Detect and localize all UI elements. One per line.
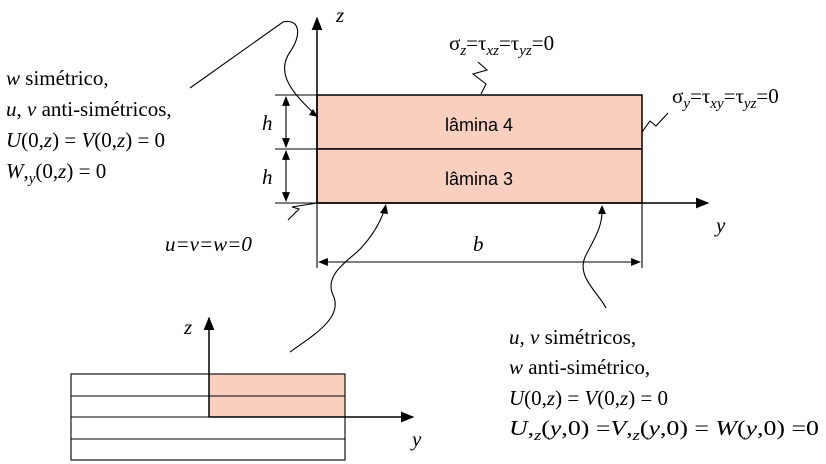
bottom-condition-leader [582, 206, 607, 309]
left-condition-line-2: u, v anti-simétricos, [6, 97, 172, 121]
z-axis-label: z [335, 3, 344, 27]
left-condition-line-4: W,y(0,z) = 0 [6, 159, 106, 187]
layer-4-label: lâmina 4 [445, 115, 513, 135]
right-boundary-condition: σy=τxy=τyz=0 [672, 84, 779, 112]
left-condition-leader [189, 20, 319, 118]
bottom-condition-line-1: u, v simétricos, [509, 325, 636, 349]
left-leader-arrowhead [309, 109, 318, 117]
layer-4-rect [316, 94, 643, 150]
y-axis-label: y [714, 213, 726, 237]
left-condition-line-3: U(0,z) = V(0,z) = 0 [6, 128, 165, 152]
sketch-y-label: y [410, 427, 422, 451]
layer-3-label: lâmina 3 [445, 169, 513, 189]
bottom-leader-arrowhead [598, 205, 606, 214]
sketch-leader [289, 207, 386, 353]
bottom-condition-line-4: U,z(y,0) =V,z(y,0) = W(y,0) =0 [509, 416, 819, 444]
left-condition-line-1: w simétrico, [6, 66, 109, 90]
top-boundary-leader [471, 61, 489, 95]
sketch-z-label: z [183, 315, 192, 339]
corner-condition: u=v=w=0 [165, 232, 252, 256]
bottom-condition-line-3: U(0,z) = V(0,z) = 0 [509, 386, 668, 410]
corner-condition-leader [287, 202, 318, 221]
layer-3-rect [316, 148, 643, 204]
thickness-label-upper: h [262, 111, 273, 135]
width-label: b [473, 232, 484, 256]
sketch-leader-arrowhead [380, 204, 388, 214]
top-boundary-condition: σz=τxz=τyz=0 [449, 31, 554, 59]
thickness-label-lower: h [262, 165, 273, 189]
right-boundary-leader [641, 112, 669, 133]
bottom-condition-line-2: w anti-simétrico, [509, 355, 650, 379]
